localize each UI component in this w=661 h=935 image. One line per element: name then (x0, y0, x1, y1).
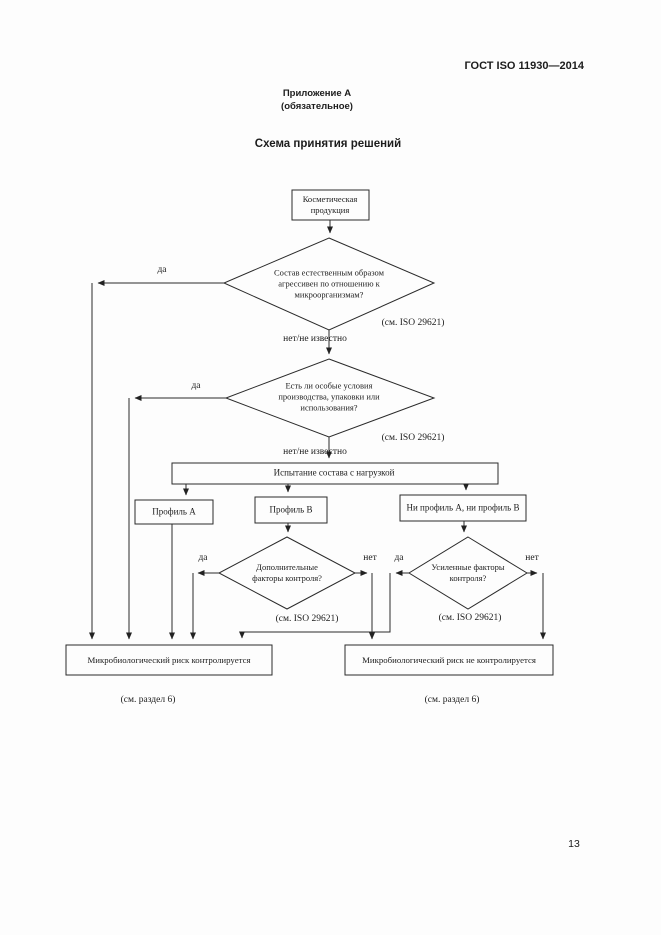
iso-ref-4: (см. ISO 29621) (438, 613, 502, 623)
challenge-test-box: Испытание состава с нагрузкой (273, 467, 395, 478)
decision-enhanced-control-factors: Усиленные факторы контроля? (431, 562, 505, 583)
page-number: 13 (568, 838, 580, 850)
yes-label-4: да (394, 553, 404, 563)
decision-3-outline (217, 536, 357, 610)
profile-a-box-outline (134, 499, 214, 525)
appendix-title: Приложение А (282, 88, 352, 99)
yes-label-3: да (198, 553, 208, 563)
iso-ref-2: (см. ISO 29621) (381, 433, 445, 443)
decision-additional-control-factors: Дополнительные факторы контроля? (252, 562, 322, 583)
doc-number: ГОСТ ISO 11930—2014 (464, 60, 584, 72)
profile-none-box: Ни профиль А, ни профиль В (406, 502, 520, 513)
profile-none-box-outline (399, 494, 527, 522)
no-unknown-label-1: нет/не известно (283, 334, 347, 344)
profile-b-box: Профиль В (269, 504, 313, 515)
risk-controlled-box-outline (65, 644, 273, 676)
yes-label-2: да (191, 381, 201, 391)
no-label-3: нет (363, 553, 377, 563)
no-label-4: нет (525, 553, 539, 563)
challenge-test-box-outline (171, 462, 499, 485)
decision-special-conditions: Есть ли особые условия производства, упа… (278, 380, 380, 413)
decision-naturally-aggressive: Состав естественным образом агрессивен п… (274, 267, 384, 300)
section-ref-right: (см. раздел 6) (424, 695, 480, 705)
appendix-subtitle: (обязательное) (281, 101, 353, 112)
scheme-title: Схема принятия решений (254, 138, 402, 150)
yes-label-1: да (157, 265, 167, 275)
profile-b-box-outline (254, 496, 328, 524)
risk-not-controlled-box-outline (344, 644, 554, 676)
risk-not-controlled-box: Микробиологический риск не контролируетс… (362, 655, 536, 665)
section-ref-left: (см. раздел 6) (120, 695, 176, 705)
iso-ref-3: (см. ISO 29621) (275, 614, 339, 624)
no-unknown-label-2: нет/не известно (283, 447, 347, 457)
iso-ref-1: (см. ISO 29621) (381, 318, 445, 328)
decision-4-outline (408, 536, 528, 610)
profile-a-box: Профиль А (152, 506, 196, 517)
start-box: Косметическая продукция (302, 194, 358, 215)
connector-q4-yes-route (239, 573, 391, 639)
risk-controlled-box: Микробиологический риск контролируется (87, 655, 251, 665)
